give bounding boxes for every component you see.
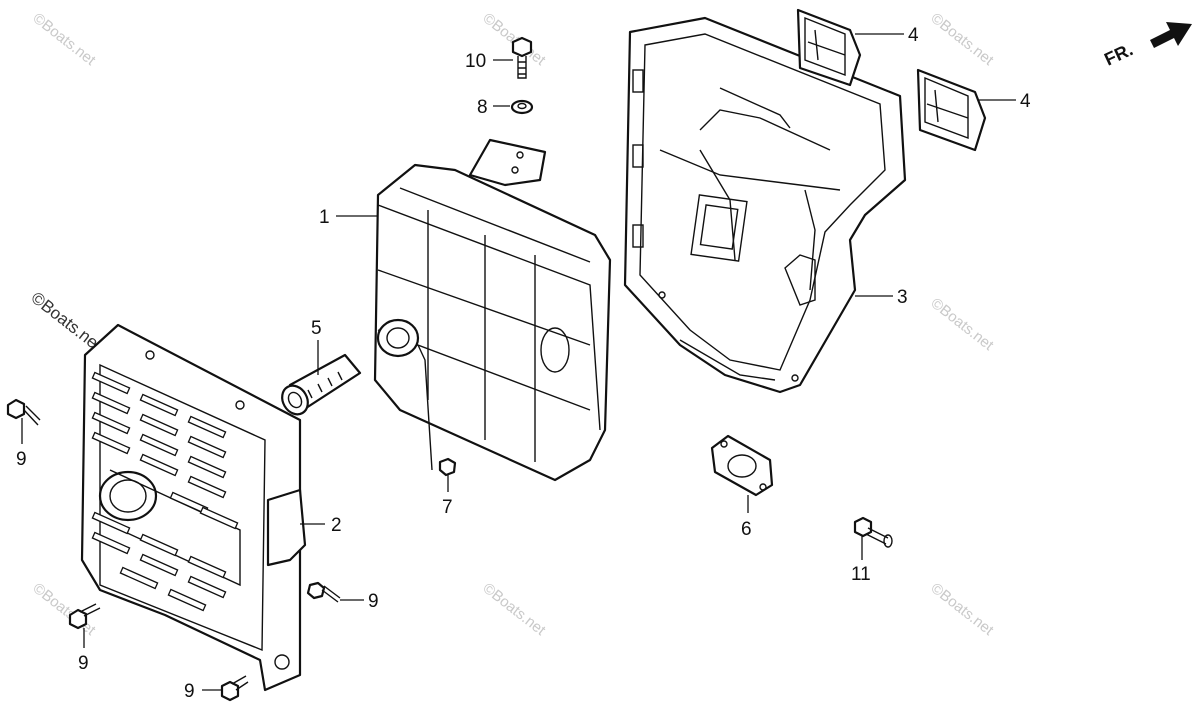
callout-11: 11 <box>851 564 871 585</box>
callout-8: 8 <box>477 97 488 118</box>
cap-part-lower <box>916 68 987 152</box>
watermark-1: ©Boats.net <box>30 10 100 70</box>
leader-lines <box>21 33 1016 691</box>
grille-slots <box>91 371 239 612</box>
direction-label: FR. <box>1101 39 1136 69</box>
callout-7: 7 <box>442 497 453 518</box>
muffler-protector-part <box>623 16 907 394</box>
front-direction-indicator: FR. <box>1101 22 1192 70</box>
callout-9-lower-left: 9 <box>78 653 89 674</box>
callout-10: 10 <box>465 51 486 72</box>
front-arrow-icon <box>1150 22 1192 48</box>
callout-4-upper: 4 <box>908 25 919 46</box>
watermark-5: ©Boats.net <box>928 295 998 355</box>
spark-arrester-part <box>281 353 362 416</box>
callout-4-lower: 4 <box>1020 91 1031 112</box>
callout-9-mid: 9 <box>368 591 379 612</box>
callouts: 10 8 1 5 2 3 4 4 7 6 9 9 9 9 11 <box>16 25 1031 702</box>
cap-part-upper <box>796 8 862 87</box>
callout-1: 1 <box>319 207 330 228</box>
gasket-part <box>710 434 774 497</box>
bolt-part-9-lower-left <box>68 603 101 630</box>
bolt-part-9-mid <box>306 581 341 603</box>
callout-5: 5 <box>311 318 322 339</box>
watermark-2: ©Boats.net <box>480 10 550 70</box>
watermark-3: ©Boats.net <box>928 10 998 70</box>
watermark-6: ©Boats.net <box>30 580 100 640</box>
callout-6: 6 <box>741 519 752 540</box>
bolt-part-9-bottom <box>220 675 249 702</box>
bolt-part-9-upper-left <box>6 398 41 426</box>
callout-2: 2 <box>331 515 342 536</box>
bolt-part-7 <box>438 457 457 477</box>
watermark-7: ©Boats.net <box>480 580 550 640</box>
callout-9-bottom: 9 <box>184 681 195 702</box>
callout-9-upper-left: 9 <box>16 449 27 470</box>
bolt-part-10 <box>511 36 533 79</box>
watermark-8: ©Boats.net <box>928 580 998 640</box>
callout-3: 3 <box>897 287 908 308</box>
washer-part <box>510 99 534 115</box>
bolt-part-11 <box>853 516 893 548</box>
front-protector-part <box>80 323 307 692</box>
muffler-body-part <box>373 138 612 482</box>
